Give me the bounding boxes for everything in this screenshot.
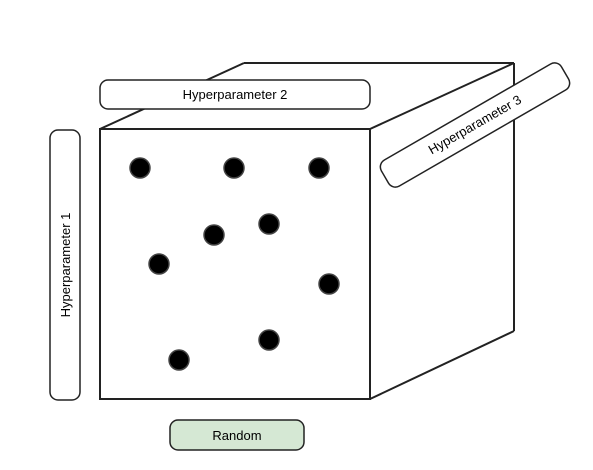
hyperparameter-1-text: Hyperparameter 1 [58, 213, 73, 318]
sample-point [258, 329, 280, 351]
sample-point [308, 157, 330, 179]
method-label: Random [169, 419, 305, 451]
sample-point [148, 253, 170, 275]
hyperparameter-3-text: Hyperparameter 3 [426, 92, 524, 157]
hyperparameter-2-text: Hyperparameter 2 [183, 87, 288, 102]
hyperparameter-1-label: Hyperparameter 1 [49, 129, 81, 401]
cube-bottom-right-edge [369, 330, 515, 400]
hyperparameter-3-label: Hyperparameter 3 [379, 62, 571, 188]
method-text: Random [212, 428, 261, 443]
sample-point [168, 349, 190, 371]
sample-point [203, 224, 225, 246]
sample-points [129, 157, 340, 371]
hyperparameter-1-box [49, 129, 81, 401]
sample-point [258, 213, 280, 235]
hyperparameter-3-box [379, 62, 571, 188]
cube [99, 62, 515, 400]
hyperparameter-2-box [99, 79, 371, 110]
sample-point [318, 273, 340, 295]
sample-point [129, 157, 151, 179]
sample-point [223, 157, 245, 179]
hyperparameter-2-label: Hyperparameter 2 [99, 79, 371, 110]
method-box [169, 419, 305, 451]
cube-top-right-edge [369, 62, 515, 130]
